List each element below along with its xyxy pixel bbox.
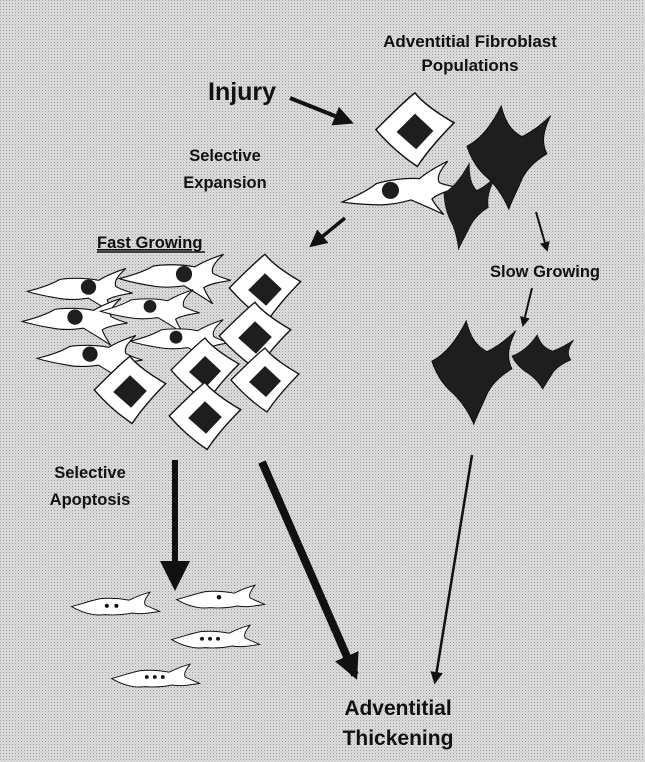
- adventitial-thickening-line1: Adventitial: [344, 697, 451, 720]
- adventitial-title-line2: Populations: [421, 56, 518, 75]
- adventitial-title-line1: Adventitial Fibroblast: [383, 32, 557, 51]
- adventitial-thickening-line2: Thickening: [343, 727, 454, 750]
- selective-expansion-line1: Selective: [189, 147, 261, 165]
- slow-growing-label: Slow Growing: [490, 263, 600, 281]
- selective-apoptosis-line1: Selective: [54, 464, 126, 482]
- selective-apoptosis-line2: Apoptosis: [50, 491, 131, 509]
- injury-label: Injury: [208, 78, 276, 106]
- fast-growing-label: Fast Growing: [97, 234, 202, 252]
- selective-expansion-line2: Expansion: [183, 174, 266, 192]
